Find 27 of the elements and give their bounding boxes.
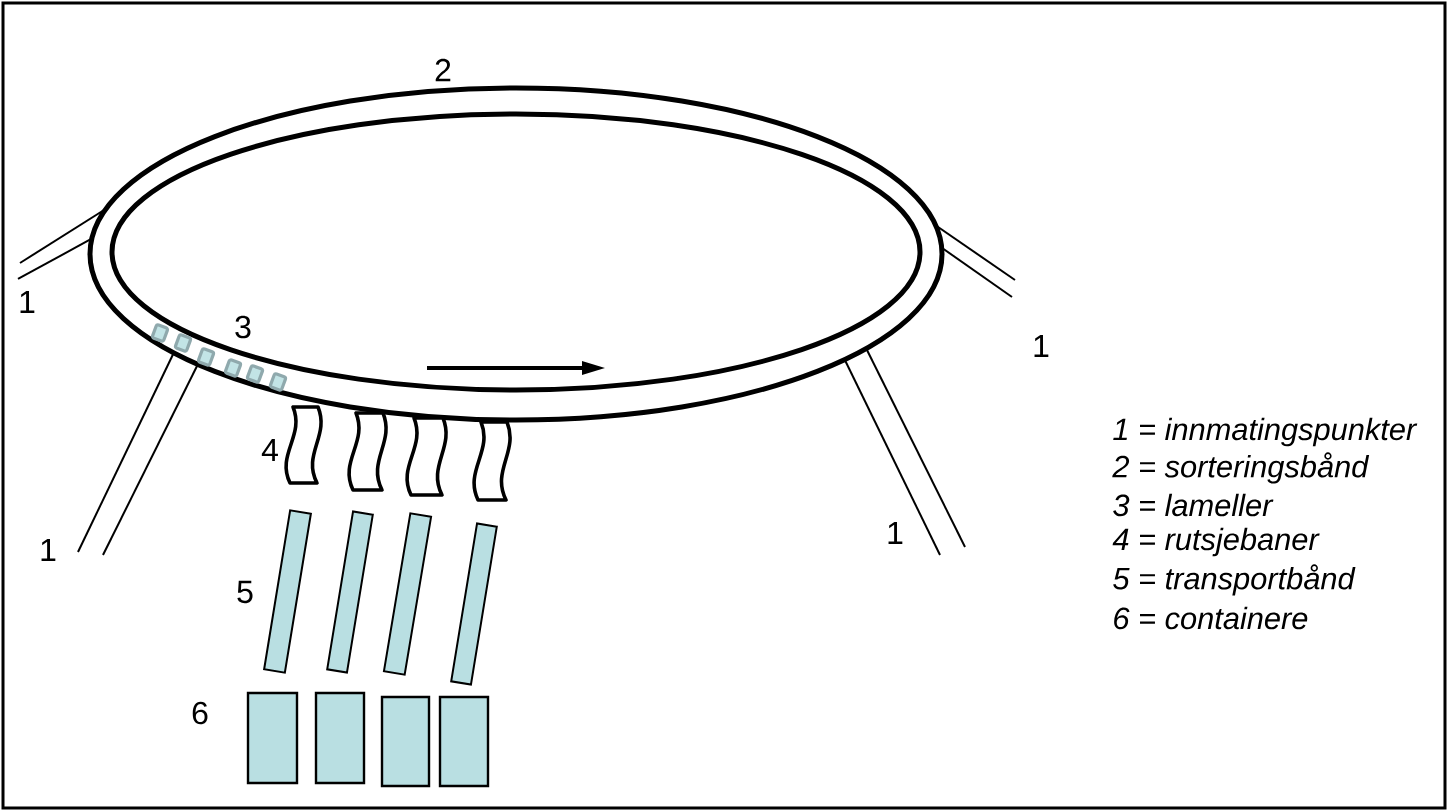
conveyor-belt — [326, 510, 374, 674]
conveyor-belt — [450, 522, 498, 686]
chute — [347, 411, 388, 492]
chute — [472, 420, 512, 502]
conveyor-belt — [382, 512, 433, 676]
callout-number: 1 — [20, 291, 35, 313]
legend-entry: 2 = sorteringsbånd — [1112, 452, 1370, 484]
conveyor-belt — [263, 509, 312, 674]
callout-number: 1 — [888, 522, 903, 544]
callout-number: 1 — [41, 539, 56, 561]
container-box — [438, 695, 490, 788]
callout-number: 3 — [235, 315, 251, 339]
callout-number: 6 — [192, 701, 208, 725]
callout-number: 1 — [1034, 335, 1049, 357]
container-box — [246, 691, 299, 785]
container-box — [314, 691, 366, 785]
chute — [284, 405, 323, 485]
callout-number: 4 — [261, 439, 278, 461]
callout-number: 5 — [237, 580, 253, 604]
callout-number: 2 — [435, 58, 451, 82]
container-box — [380, 695, 431, 788]
legend-entry: 5 = transportbånd — [1113, 564, 1356, 596]
legend-entry: 1 = innmatingspunkter — [1113, 417, 1418, 447]
legend-entry: 4 = rutsjebaner — [1112, 527, 1320, 557]
legend-entry: 3 = lameller — [1113, 493, 1274, 517]
chute — [405, 416, 448, 497]
legend-entry: 6 = containere — [1114, 606, 1308, 630]
